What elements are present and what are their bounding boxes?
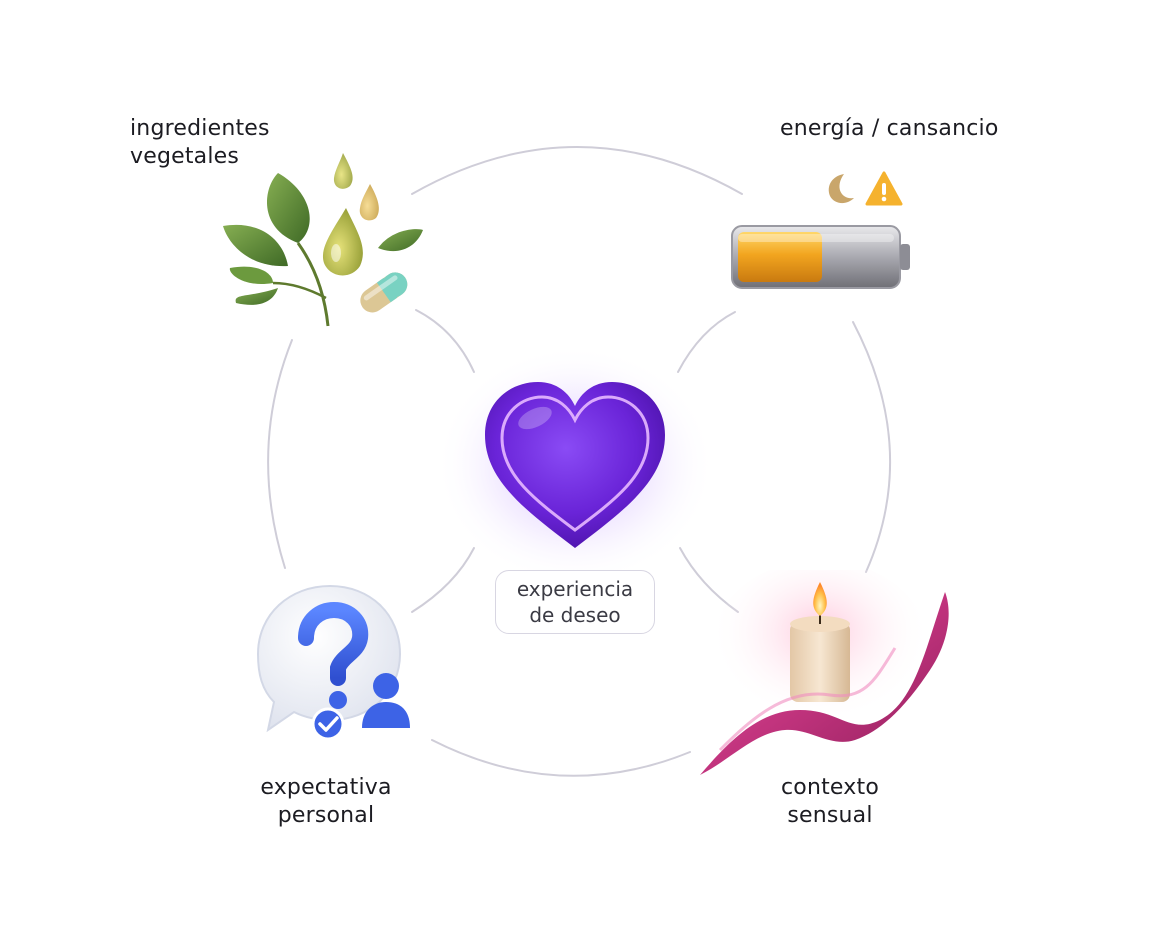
leaves-oil-capsule-icon (223, 153, 423, 327)
connector-bottom (431, 739, 691, 777)
spoke-top-right (677, 311, 736, 373)
connector-top (411, 146, 743, 195)
center-label-line1: experiencia (516, 577, 634, 601)
expectation-label: expectativa personal (236, 774, 416, 830)
moon-icon (828, 174, 854, 204)
ingredients-label: ingredientes vegetales (130, 115, 270, 171)
ingredients-label-line1: ingredientes (130, 116, 270, 141)
connector-right (852, 321, 892, 573)
question-bubble-icon (256, 584, 410, 741)
energy-label: energía / cansancio (780, 116, 999, 141)
warning-icon (865, 171, 903, 206)
spoke-bottom-left (411, 547, 475, 613)
battery-level-fill (738, 232, 822, 282)
context-label-line2: sensual (787, 803, 873, 828)
heart-icon (435, 345, 715, 585)
center-label-line2: de deseo (529, 603, 621, 627)
expectation-label-line1: expectativa (260, 775, 392, 800)
spoke-top-left (415, 309, 475, 373)
candle-ribbon-icon (700, 570, 949, 775)
context-label: contexto sensual (740, 774, 920, 830)
context-label-line1: contexto (781, 775, 879, 800)
connector-left (267, 339, 293, 569)
ingredients-label-line2: vegetales (130, 144, 240, 169)
expectation-label-line2: personal (277, 803, 375, 828)
center-label-box: experiencia de deseo (495, 570, 655, 634)
battery-half-icon (731, 225, 910, 289)
